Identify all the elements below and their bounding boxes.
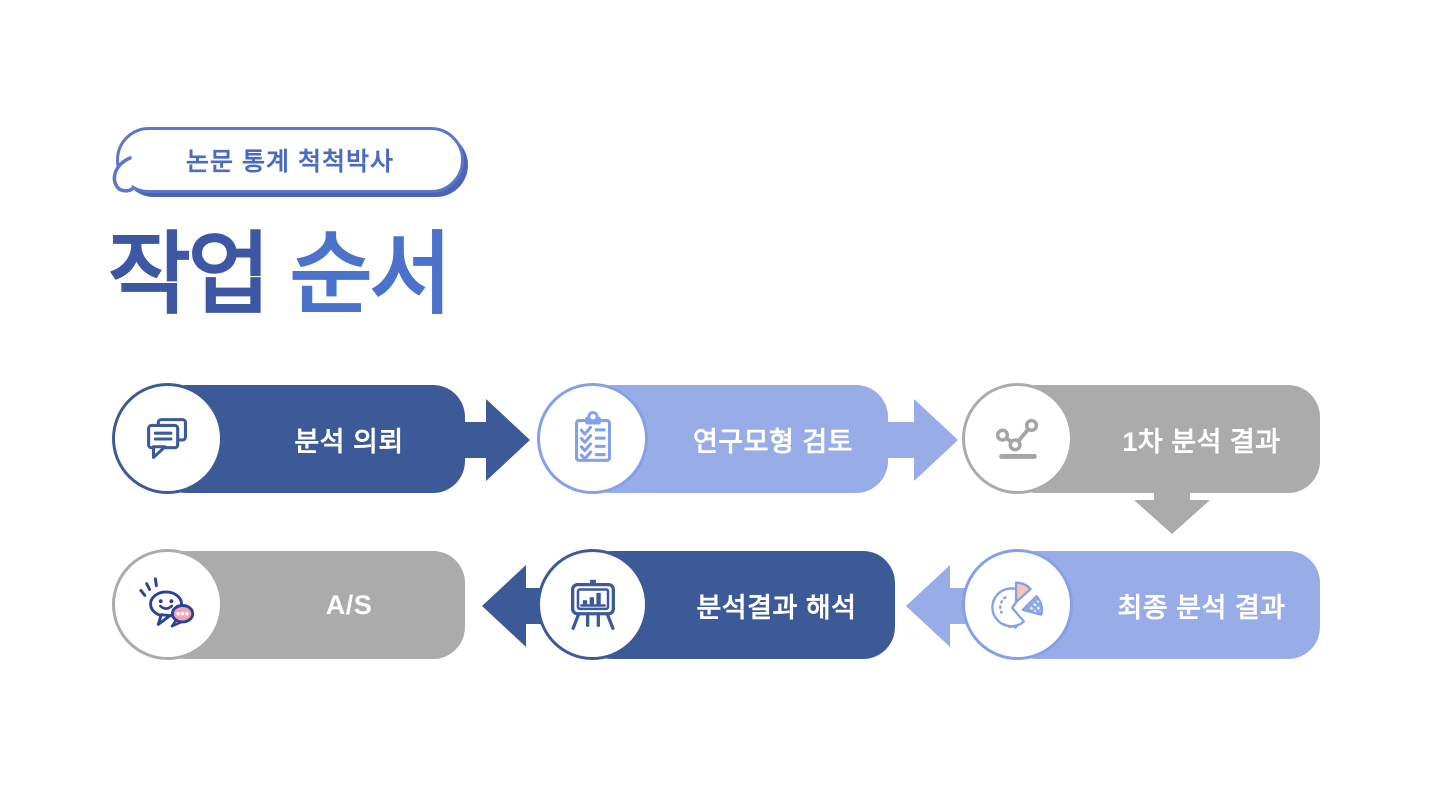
pie-chart-icon (990, 581, 1043, 629)
arrow-right-light-icon (880, 399, 958, 481)
arrow-down-gray-icon (1134, 486, 1210, 534)
step-label: 분석 의뢰 (294, 426, 404, 457)
step-label: 1차 분석 결과 (1122, 426, 1281, 457)
arrow-left-light-icon (906, 565, 984, 647)
step-result-interpretation-circle (537, 549, 648, 660)
step-research-model-review-circle (537, 383, 648, 494)
step-label: 연구모형 검토 (692, 426, 854, 457)
step-label: 분석결과 해석 (696, 592, 857, 623)
step-label: A/S (325, 589, 373, 620)
clipboard-checklist-icon (574, 410, 611, 462)
chat-bubbles-icon (146, 417, 187, 459)
page-title-word-1: 작업 (108, 225, 271, 325)
step-analysis-request-circle (112, 383, 223, 494)
line-chart-icon (995, 418, 1038, 459)
presentation-easel-icon (570, 579, 615, 630)
smiley-chat-icon (138, 576, 194, 628)
badge-label: 논문 통계 척척박사 (186, 148, 394, 176)
arrow-right-dark-icon (452, 399, 530, 481)
page-title-word-2: 순서 (289, 225, 453, 325)
step-label: 최종 분석 결과 (1117, 592, 1286, 623)
step-first-analysis-result-circle (962, 383, 1073, 494)
speech-bubble-badge: 논문 통계 척척박사 (112, 127, 464, 193)
step-final-analysis-result-circle (962, 549, 1073, 660)
step-after-service-circle (112, 549, 223, 660)
speech-bubble-tail-icon (112, 156, 134, 193)
arrow-left-dark-icon (482, 565, 560, 647)
